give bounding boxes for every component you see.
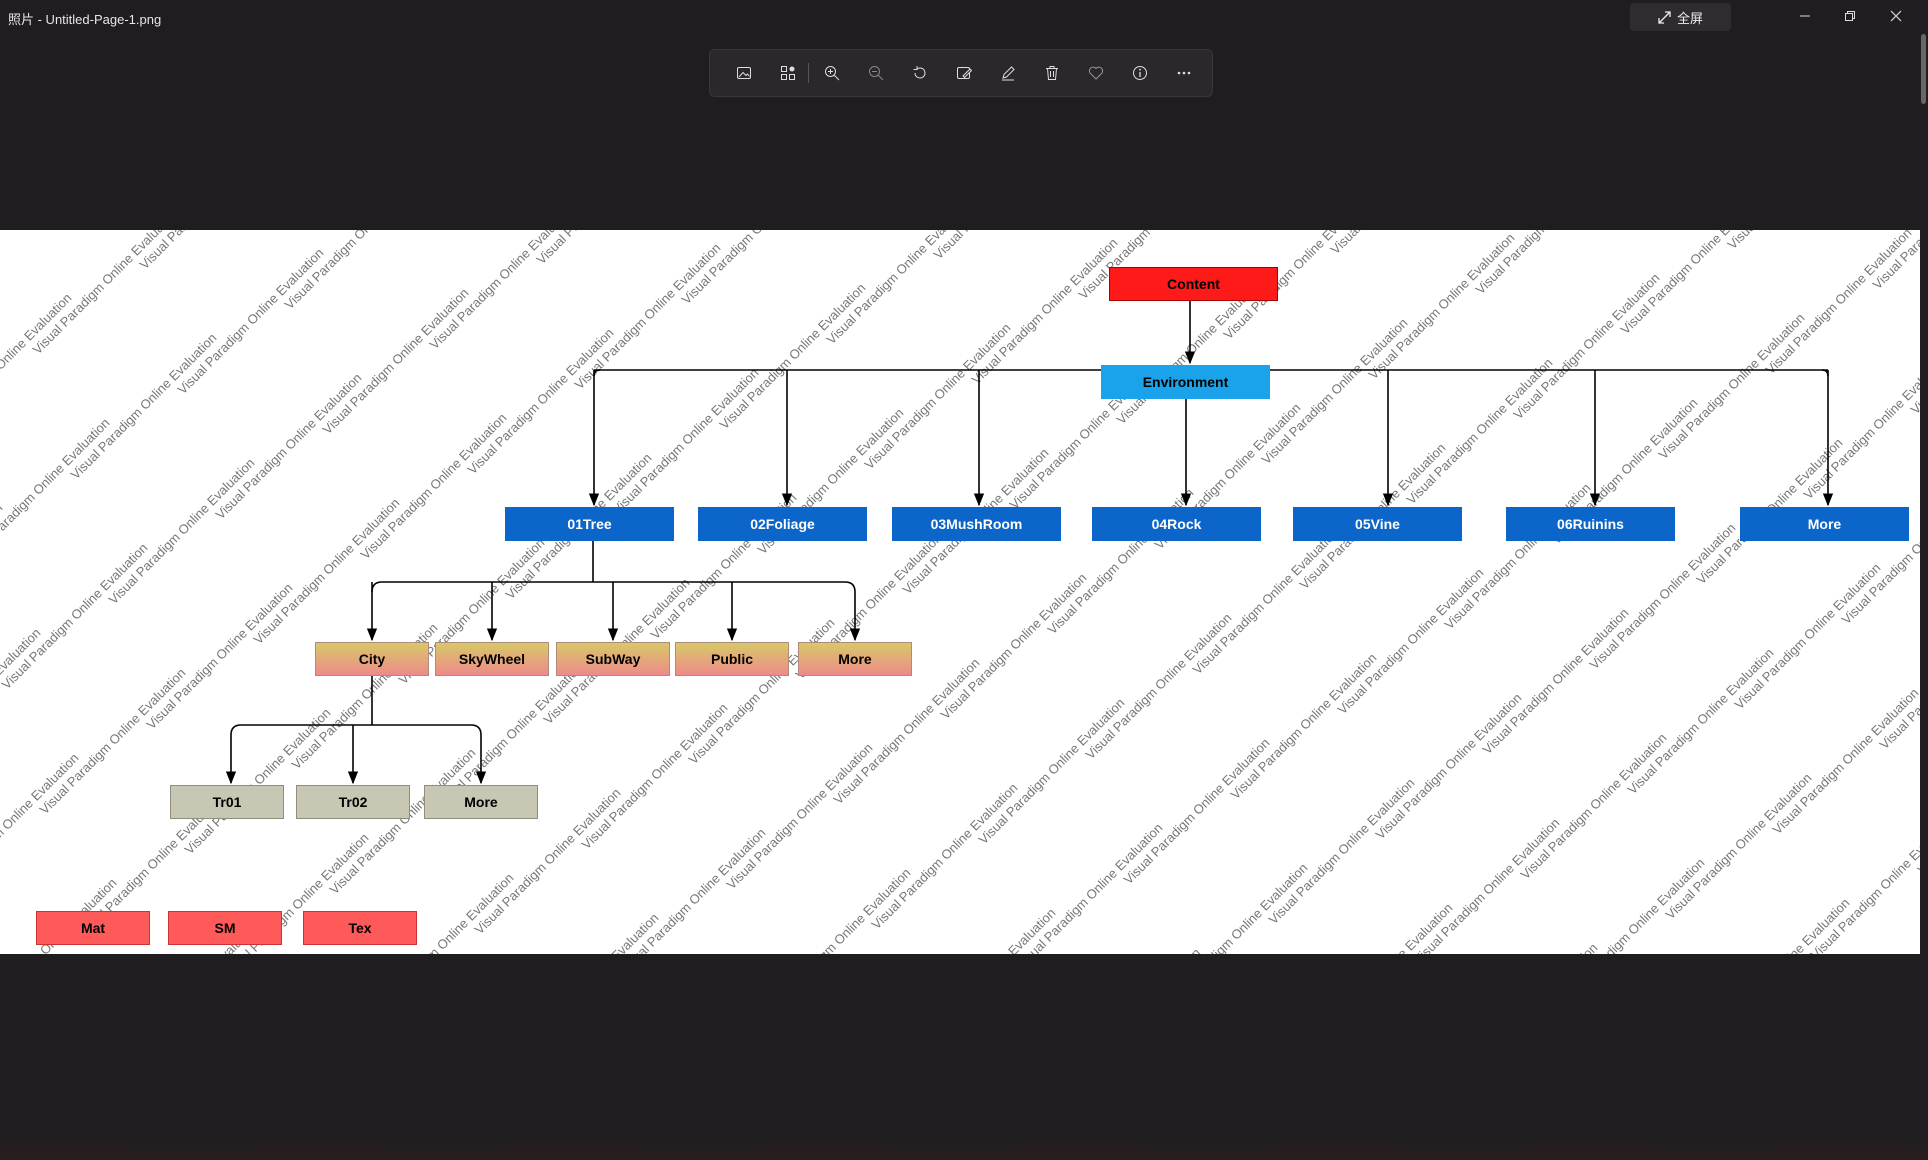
node-tree-child[interactable]: SkyWheel	[435, 642, 549, 676]
scrollbar[interactable]	[1921, 34, 1926, 104]
node-category[interactable]: 05Vine	[1293, 507, 1462, 541]
bottom-shadow	[0, 1140, 1928, 1160]
fullscreen-label: 全屏	[1676, 10, 1703, 26]
node-asset[interactable]: SM	[168, 911, 282, 945]
thumbnails-icon	[781, 66, 795, 80]
delete-icon	[1046, 66, 1058, 80]
close-icon	[1890, 10, 1902, 22]
node-category[interactable]: 02Foliage	[698, 507, 867, 541]
info-icon	[1133, 66, 1147, 80]
node-category[interactable]: 06Ruinins	[1506, 507, 1675, 541]
node-tree-child[interactable]: City	[315, 642, 429, 676]
node-city-child[interactable]: Tr02	[296, 785, 410, 819]
node-category[interactable]: More	[1740, 507, 1909, 541]
minimize-icon	[1800, 15, 1810, 17]
node-content[interactable]: Content	[1109, 267, 1278, 301]
thumbnails-button[interactable]	[774, 60, 802, 86]
view-image-button[interactable]	[730, 60, 758, 86]
delete-button[interactable]	[1038, 60, 1066, 86]
node-tree-child[interactable]: Public	[675, 642, 789, 676]
favorite-icon	[1088, 66, 1104, 80]
draw-button[interactable]	[994, 60, 1022, 86]
node-city-child[interactable]: More	[424, 785, 538, 819]
zoom-out-icon	[869, 66, 884, 81]
info-button[interactable]	[1126, 60, 1154, 86]
title-bar: 照片 - Untitled-Page-1.png 全屏	[0, 0, 1928, 34]
node-tree-child[interactable]: SubWay	[556, 642, 670, 676]
node-tree-child[interactable]: More	[798, 642, 912, 676]
photo-toolbar	[709, 49, 1213, 97]
restore-button[interactable]	[1828, 4, 1872, 28]
close-button[interactable]	[1874, 4, 1918, 28]
node-category[interactable]: 01Tree	[505, 507, 674, 541]
image-icon	[737, 67, 751, 79]
diagram-connectors	[225, 301, 1834, 785]
connector-line	[1821, 369, 1829, 377]
rotate-icon	[913, 66, 926, 79]
node-city-child[interactable]: Tr01	[170, 785, 284, 819]
more-options-button[interactable]	[1170, 60, 1198, 86]
rotate-button[interactable]	[906, 60, 934, 86]
connector-line	[230, 724, 482, 736]
favorite-button[interactable]	[1082, 60, 1110, 86]
expand-icon	[1658, 10, 1671, 24]
edit-image-button[interactable]	[950, 60, 978, 86]
zoom-out-button[interactable]	[862, 60, 890, 86]
minimize-button[interactable]	[1783, 4, 1827, 28]
node-category[interactable]: 04Rock	[1092, 507, 1261, 541]
zoom-in-button[interactable]	[818, 60, 846, 86]
node-asset[interactable]: Tex	[303, 911, 417, 945]
node-asset[interactable]: Mat	[36, 911, 150, 945]
draw-icon	[1002, 66, 1015, 81]
toolbar-separator	[808, 63, 809, 83]
connector-line	[593, 369, 601, 377]
edit-image-icon	[957, 67, 972, 79]
node-environment[interactable]: Environment	[1101, 365, 1270, 399]
node-category[interactable]: 03MushRoom	[892, 507, 1061, 541]
more-icon	[1177, 71, 1191, 75]
window-title: 照片 - Untitled-Page-1.png	[8, 12, 162, 27]
restore-icon	[1845, 11, 1855, 21]
fullscreen-button[interactable]: 全屏	[1630, 3, 1731, 31]
zoom-in-icon	[825, 66, 840, 81]
